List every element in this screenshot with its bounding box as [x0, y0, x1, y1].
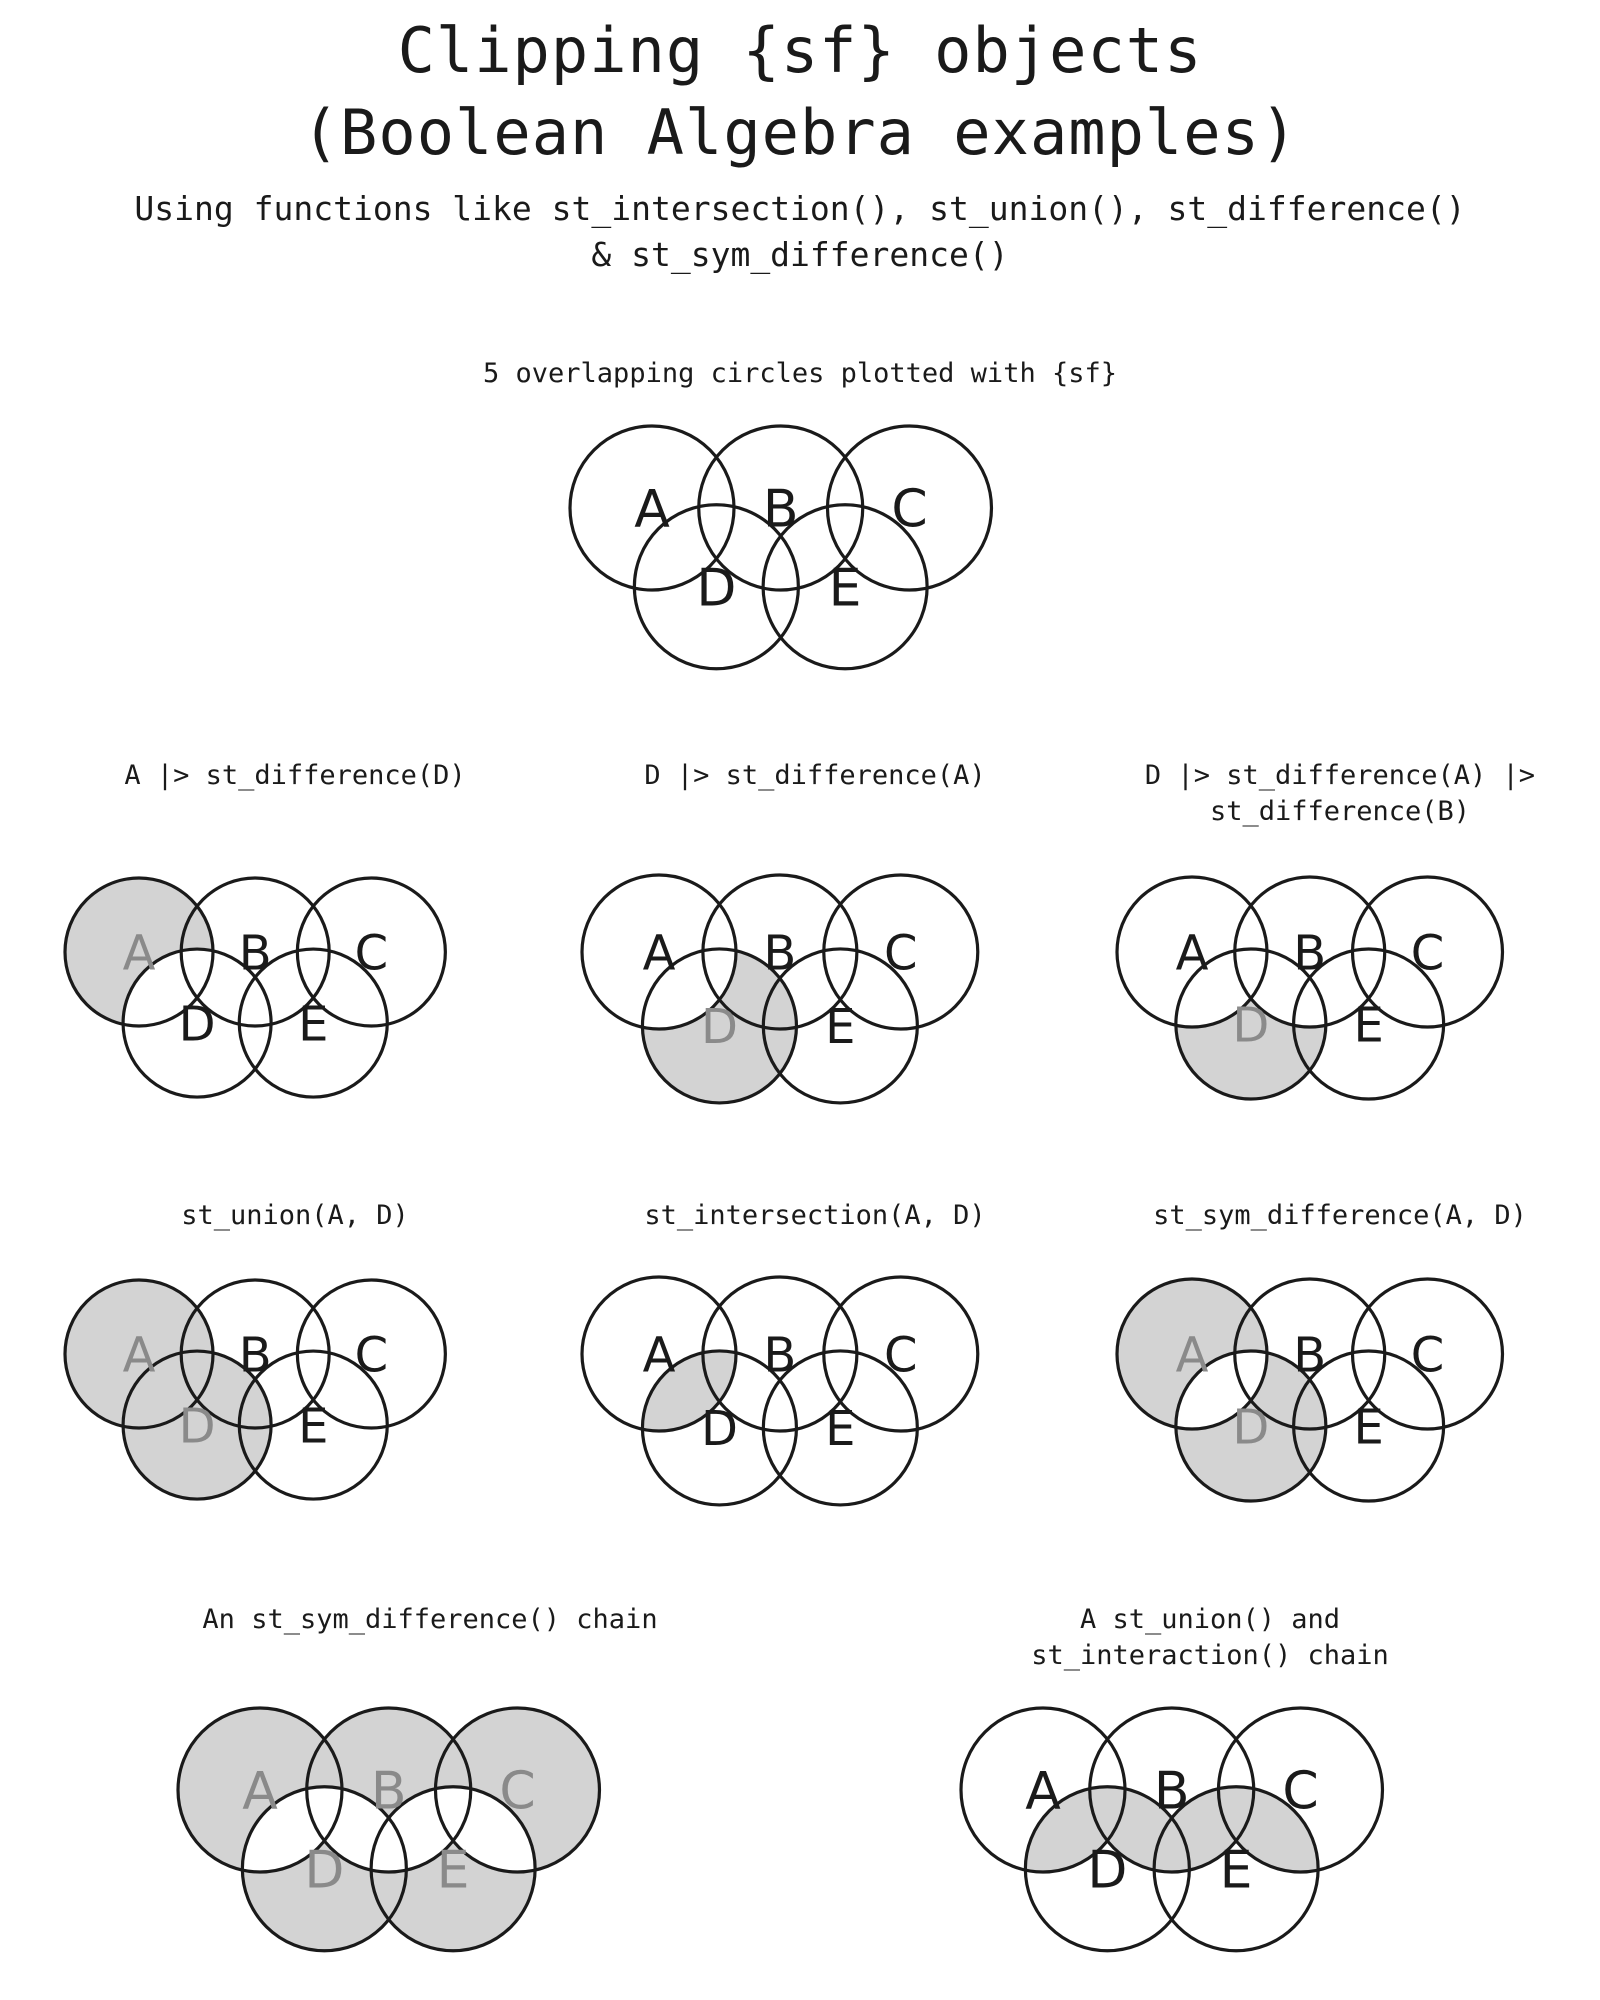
circle-label-b: B	[763, 925, 796, 981]
circle-e-outline	[761, 947, 919, 1105]
circle-label-c: C	[1411, 925, 1445, 981]
circle-d-outline	[632, 503, 800, 671]
panel-title-intersection-a-d: st_intersection(A, D)	[644, 1200, 986, 1231]
circle-label-a: A	[643, 1327, 676, 1383]
circle-label-e: E	[1353, 1399, 1383, 1455]
circle-d-outline	[1174, 1349, 1328, 1503]
circle-d-outline	[640, 1349, 799, 1507]
circle-d-outline	[1023, 1785, 1191, 1953]
circle-label-e: E	[829, 558, 862, 618]
circle-label-d: D	[696, 558, 736, 618]
panel-union_ad: A B C D E	[63, 1278, 447, 1501]
panel-top: A B C D E	[568, 424, 994, 671]
circle-label-c: C	[499, 1762, 535, 1822]
circle-label-c: C	[891, 480, 927, 540]
circle-label-c: C	[355, 925, 389, 981]
circle-label-a: A	[123, 925, 156, 981]
circle-label-b: B	[1293, 925, 1326, 981]
circle-e-outline	[1292, 1349, 1446, 1503]
circle-label-b: B	[1293, 1327, 1326, 1383]
circle-label-d: D	[179, 1398, 216, 1454]
circle-label-e: E	[1220, 1840, 1253, 1900]
panel-title-d-difference-a: D |> st_difference(A)	[644, 760, 986, 791]
shaded-region	[1175, 949, 1326, 1099]
circle-label-b: B	[763, 480, 799, 540]
panel-title-a-difference-d: A |> st_difference(D)	[124, 760, 466, 791]
page-title-line-2: (Boolean Algebra examples)	[301, 96, 1299, 169]
circle-d-outline	[240, 1785, 408, 1953]
circle-label-b: B	[371, 1762, 407, 1822]
circle-label-d: D	[1087, 1840, 1127, 1900]
panel-title-union-intersection-chain-line-2: st_interaction() chain	[1031, 1640, 1389, 1671]
panel-diff_da: A B C D E	[580, 873, 980, 1105]
panel-title-sym-difference-chain: An st_sym_difference() chain	[202, 1604, 658, 1635]
circle-label-e: E	[1353, 997, 1383, 1053]
panel-title-sym-difference-a-d: st_sym_difference(A, D)	[1153, 1200, 1527, 1231]
circle-label-a: A	[634, 480, 670, 540]
circle-label-b: B	[239, 925, 272, 981]
circle-label-d: D	[304, 1840, 344, 1900]
circle-e-outline	[237, 1349, 389, 1501]
shaded-region	[65, 1280, 272, 1500]
panel-title-union-a-d: st_union(A, D)	[181, 1200, 409, 1231]
circle-label-e: E	[298, 996, 328, 1052]
circle-label-a: A	[242, 1762, 278, 1822]
shaded-region	[178, 1708, 600, 1951]
circle-e-outline	[369, 1785, 537, 1953]
circle-label-c: C	[355, 1327, 389, 1383]
circle-d-outline	[1174, 947, 1328, 1101]
panel-title-union-intersection-chain-line-1: A st_union() and	[1079, 1604, 1341, 1635]
page-subtitle-line-2: & st_sym_difference()	[591, 235, 1009, 274]
circle-label-a: A	[1176, 925, 1209, 981]
circle-label-c: C	[884, 1327, 918, 1383]
circle-label-c: C	[1282, 1762, 1318, 1822]
circle-label-b: B	[239, 1327, 272, 1383]
panel-diff_dab: A B C D E	[1115, 875, 1505, 1101]
circle-label-a: A	[643, 925, 676, 981]
circle-label-d: D	[1232, 997, 1269, 1053]
circle-e-outline	[761, 503, 929, 671]
circle-label-c: C	[1411, 1327, 1445, 1383]
circle-label-e: E	[825, 1401, 855, 1457]
panel-symdiff_chain: A B C D E	[176, 1706, 602, 1953]
circle-label-a: A	[1176, 1327, 1209, 1383]
circle-label-a: A	[1025, 1762, 1061, 1822]
circle-label-e: E	[437, 1840, 470, 1900]
shaded-region	[1117, 1279, 1326, 1501]
circle-label-c: C	[884, 925, 918, 981]
panel-title-d-difference-a-b-line-1: D |> st_difference(A) |>	[1144, 760, 1536, 791]
circle-label-d: D	[701, 1401, 738, 1457]
circle-d-outline	[640, 947, 799, 1105]
circle-e-outline	[237, 947, 389, 1099]
circle-label-a: A	[123, 1327, 156, 1383]
page-subtitle-line-1: Using functions like st_intersection(), …	[134, 189, 1466, 228]
circle-label-b: B	[763, 1327, 796, 1383]
panel-union_inter_chain: A B C D E	[959, 1706, 1385, 1953]
circle-label-d: D	[179, 996, 216, 1052]
circle-e-outline	[1292, 947, 1446, 1101]
circle-label-d: D	[701, 999, 738, 1055]
circle-d-outline	[121, 1349, 273, 1501]
circle-label-e: E	[298, 1398, 328, 1454]
shaded-region	[65, 878, 213, 1026]
circle-label-d: D	[1232, 1399, 1269, 1455]
circle-label-b: B	[1154, 1762, 1190, 1822]
circle-e-outline	[1152, 1785, 1320, 1953]
circle-d-outline	[121, 947, 273, 1099]
shaded-region	[642, 948, 797, 1103]
panel-title-d-difference-a-b-line-2: st_difference(B)	[1209, 796, 1471, 827]
panel-inter_ad: A B C D E	[580, 1275, 980, 1507]
panel-symdiff_ad: A B C D E	[1115, 1277, 1505, 1503]
page-title-line-1: Clipping {sf} objects	[397, 14, 1203, 87]
panel-title-overview: 5 overlapping circles plotted with {sf}	[483, 358, 1117, 389]
panel-diff_ad: A B C D E	[63, 876, 447, 1099]
circle-e-outline	[761, 1349, 919, 1507]
circle-label-e: E	[825, 999, 855, 1055]
